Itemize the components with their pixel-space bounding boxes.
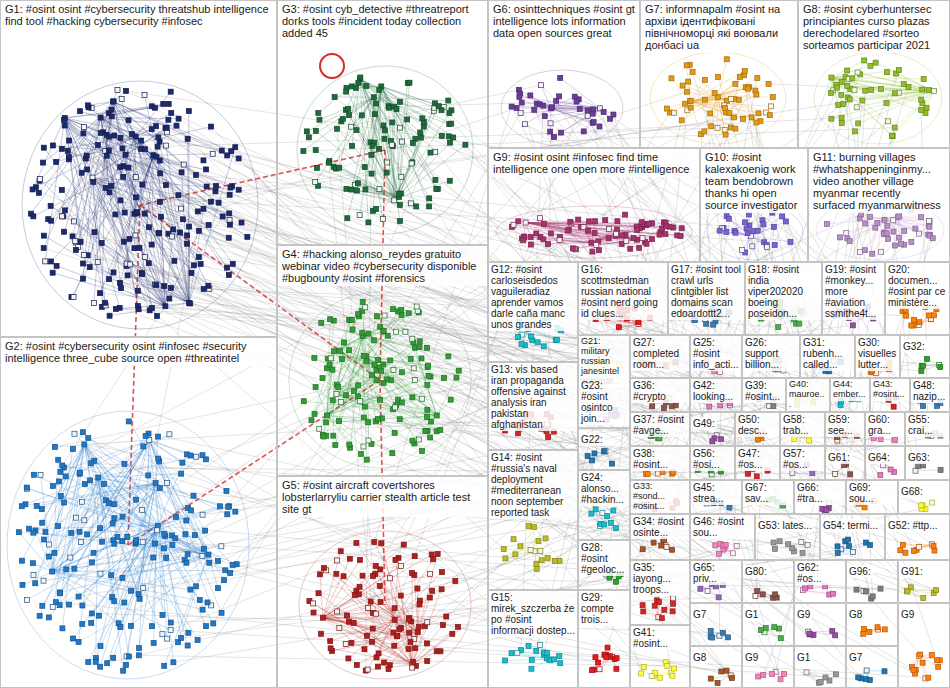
network-canvas: G1: #osint osint #cybersecurity threatsh… (0, 0, 950, 688)
